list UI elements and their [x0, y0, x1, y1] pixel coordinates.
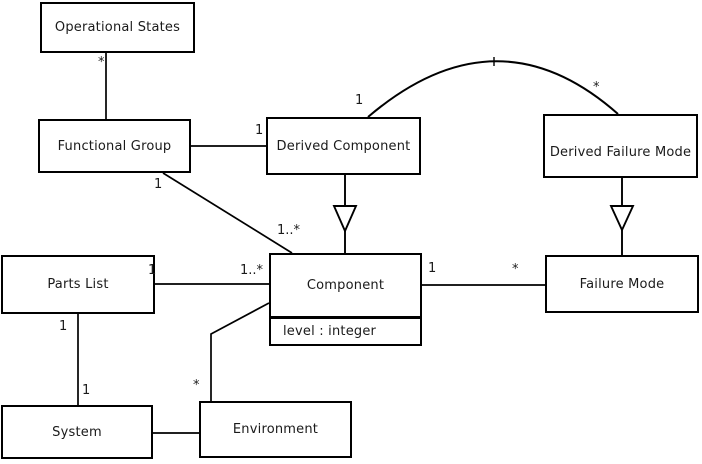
class-box-functional-group[interactable]: Functional Group	[38, 119, 191, 173]
multiplicity-functional-group-end: 1	[154, 177, 163, 192]
generalization-arrow-failure-mode	[609, 205, 635, 233]
multiplicity-failure-mode-end: *	[512, 262, 519, 277]
class-name-operational-states: Operational States	[54, 20, 181, 35]
multiplicity-environment-end: *	[193, 378, 200, 393]
class-name-environment: Environment	[232, 422, 319, 437]
class-name-system: System	[52, 424, 102, 440]
class-box-derived-failure-mode[interactable]: Derived Failure Mode	[543, 114, 698, 178]
edge-functional-group-component	[162, 172, 293, 254]
class-box-system[interactable]: System	[1, 405, 153, 459]
multiplicity-parts-list-system-top: 1	[59, 319, 68, 334]
multiplicity-arc-derived-component-end: 1	[355, 93, 364, 108]
class-name-compartment-component: Component	[271, 255, 420, 316]
class-name-failure-mode: Failure Mode	[579, 276, 665, 292]
class-box-parts-list[interactable]: Parts List	[1, 255, 155, 314]
generalization-arrow-component	[332, 205, 358, 234]
multiplicity-arc-derived-failure-mode-end: *	[593, 80, 600, 95]
class-name-functional-group: Functional Group	[57, 138, 172, 154]
edge-environment-component	[210, 302, 270, 401]
multiplicity-component-end-to-failure-mode: 1	[428, 261, 437, 276]
multiplicity-parts-list-system-bottom: 1	[82, 383, 91, 398]
edge-derived-component-derived-failure-mode-arc	[367, 60, 619, 118]
multiplicity-derived-component-end: 1	[255, 123, 264, 138]
multiplicity-operational-states-end: *	[98, 55, 105, 70]
class-box-derived-component[interactable]: Derived Component	[266, 117, 421, 175]
class-name-component: Component	[306, 278, 385, 293]
class-box-operational-states[interactable]: Operational States	[40, 2, 195, 53]
multiplicity-component-end-from-functional-group: 1..*	[277, 223, 301, 238]
class-name-parts-list: Parts List	[47, 277, 109, 292]
class-box-failure-mode[interactable]: Failure Mode	[545, 255, 699, 313]
class-box-component[interactable]: Component level : integer	[269, 253, 422, 346]
class-attribute-compartment-component: level : integer	[271, 316, 420, 344]
class-name-derived-failure-mode: Derived Failure Mode	[549, 144, 692, 160]
multiplicity-parts-list-end: 1	[148, 263, 157, 278]
class-name-derived-component: Derived Component	[276, 138, 411, 154]
class-attribute-level: level : integer	[283, 324, 377, 339]
class-box-environment[interactable]: Environment	[199, 401, 352, 458]
multiplicity-component-end-from-parts-list: 1..*	[240, 263, 264, 278]
